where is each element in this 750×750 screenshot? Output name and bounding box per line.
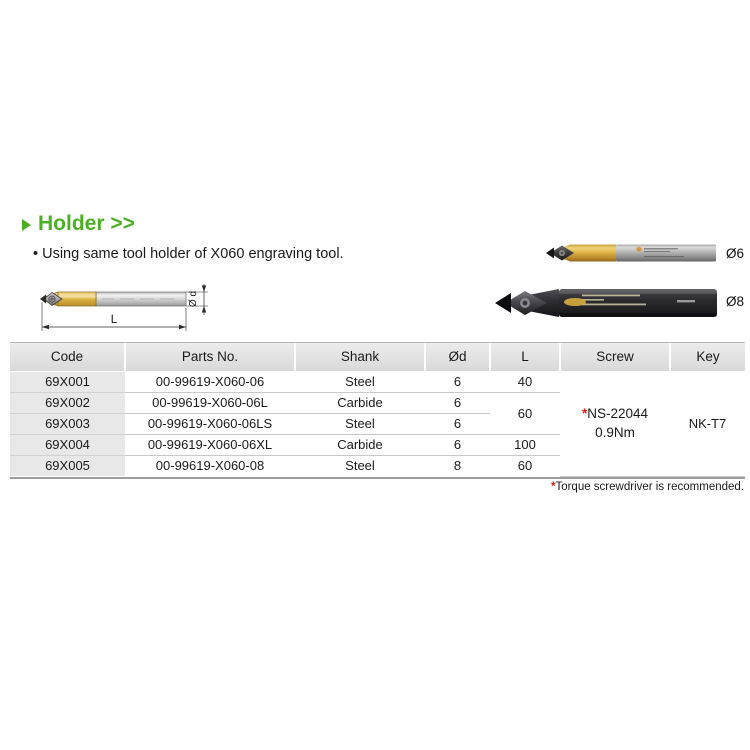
section-note: • Using same tool holder of X060 engravi…: [33, 246, 344, 262]
col-header-parts-no: Parts No.: [125, 343, 296, 372]
col-header-key: Key: [670, 343, 745, 372]
cell-od: 6: [425, 371, 490, 393]
svg-text:L: L: [111, 314, 118, 326]
footnote-text: Torque screwdriver is recommended.: [555, 481, 744, 493]
cell-screw: *NS-22044 0.9Nm: [560, 371, 670, 477]
table-row: 69X005 00-99619-X060-08 Steel 8 60: [10, 455, 745, 476]
footnote: *Torque screwdriver is recommended.: [551, 481, 744, 493]
col-header-od: Ød: [425, 343, 491, 372]
page-title: Holder >>: [38, 212, 135, 235]
cell-parts-no: 00-99619-X060-06XL: [125, 434, 295, 456]
col-header-shank: Shank: [295, 343, 426, 372]
cell-shank: Steel: [295, 455, 425, 476]
cell-od: 6: [425, 413, 490, 435]
cell-shank: Steel: [295, 413, 425, 435]
tool-dimension-drawing: L Ø d: [18, 282, 308, 340]
cell-parts-no: 00-99619-X060-06LS: [125, 413, 295, 435]
diameter-label-d6: Ø6: [726, 246, 745, 261]
col-header-screw: Screw: [560, 343, 671, 372]
cell-parts-no: 00-99619-X060-08: [125, 455, 295, 476]
table-header-row: Code Parts No. Shank Ød L Screw Key: [10, 343, 745, 372]
holder-photo-d6: [540, 240, 720, 266]
cell-key: NK-T7: [670, 371, 745, 477]
cell-od: 8: [425, 455, 490, 476]
cell-l: 60: [490, 392, 560, 435]
table-bottom-rule: [10, 477, 745, 479]
cell-l: 40: [490, 371, 560, 393]
table-top-rule: [10, 342, 745, 343]
cell-code: 69X001: [10, 371, 125, 393]
asterisk-marker: *: [550, 481, 556, 493]
triangle-right-icon: [22, 219, 31, 231]
cell-od: 6: [425, 392, 490, 414]
diameter-label-d8: Ø8: [726, 294, 745, 309]
cell-parts-no: 00-99619-X060-06L: [125, 392, 295, 414]
cell-code: 69X003: [10, 413, 125, 435]
svg-text:Ø d: Ø d: [188, 291, 199, 307]
screw-code: NS-22044: [587, 406, 649, 422]
cell-shank: Carbide: [295, 434, 425, 456]
table-row: 69X001 00-99619-X060-06 Steel 6 40 *NS-2…: [10, 371, 745, 477]
cell-shank: Carbide: [295, 392, 425, 414]
spec-table: Code Parts No. Shank Ød L Screw Key 69X0…: [10, 343, 745, 477]
holder-photo-d8: [487, 283, 720, 323]
cell-shank: Steel: [295, 371, 425, 393]
cell-code: 69X004: [10, 434, 125, 456]
cell-code: 69X002: [10, 392, 125, 414]
table-row: 69X004 00-99619-X060-06XL Carbide 6 100: [10, 434, 745, 456]
cell-od: 6: [425, 434, 490, 456]
cell-l: 60: [490, 455, 560, 476]
spec-table-container: Code Parts No. Shank Ød L Screw Key 69X0…: [10, 343, 745, 477]
cell-l: 100: [490, 434, 560, 456]
asterisk-marker: *: [581, 406, 588, 422]
cell-code: 69X005: [10, 455, 125, 476]
col-header-code: Code: [10, 343, 126, 372]
screw-torque: 0.9Nm: [595, 424, 635, 440]
table-row: 69X003 00-99619-X060-06LS Steel 6: [10, 413, 745, 435]
section-heading: Holder >>: [22, 212, 135, 236]
cell-parts-no: 00-99619-X060-06: [125, 371, 295, 393]
col-header-l: L: [490, 343, 561, 372]
table-row: 69X002 00-99619-X060-06L Carbide 6 60: [10, 392, 745, 435]
